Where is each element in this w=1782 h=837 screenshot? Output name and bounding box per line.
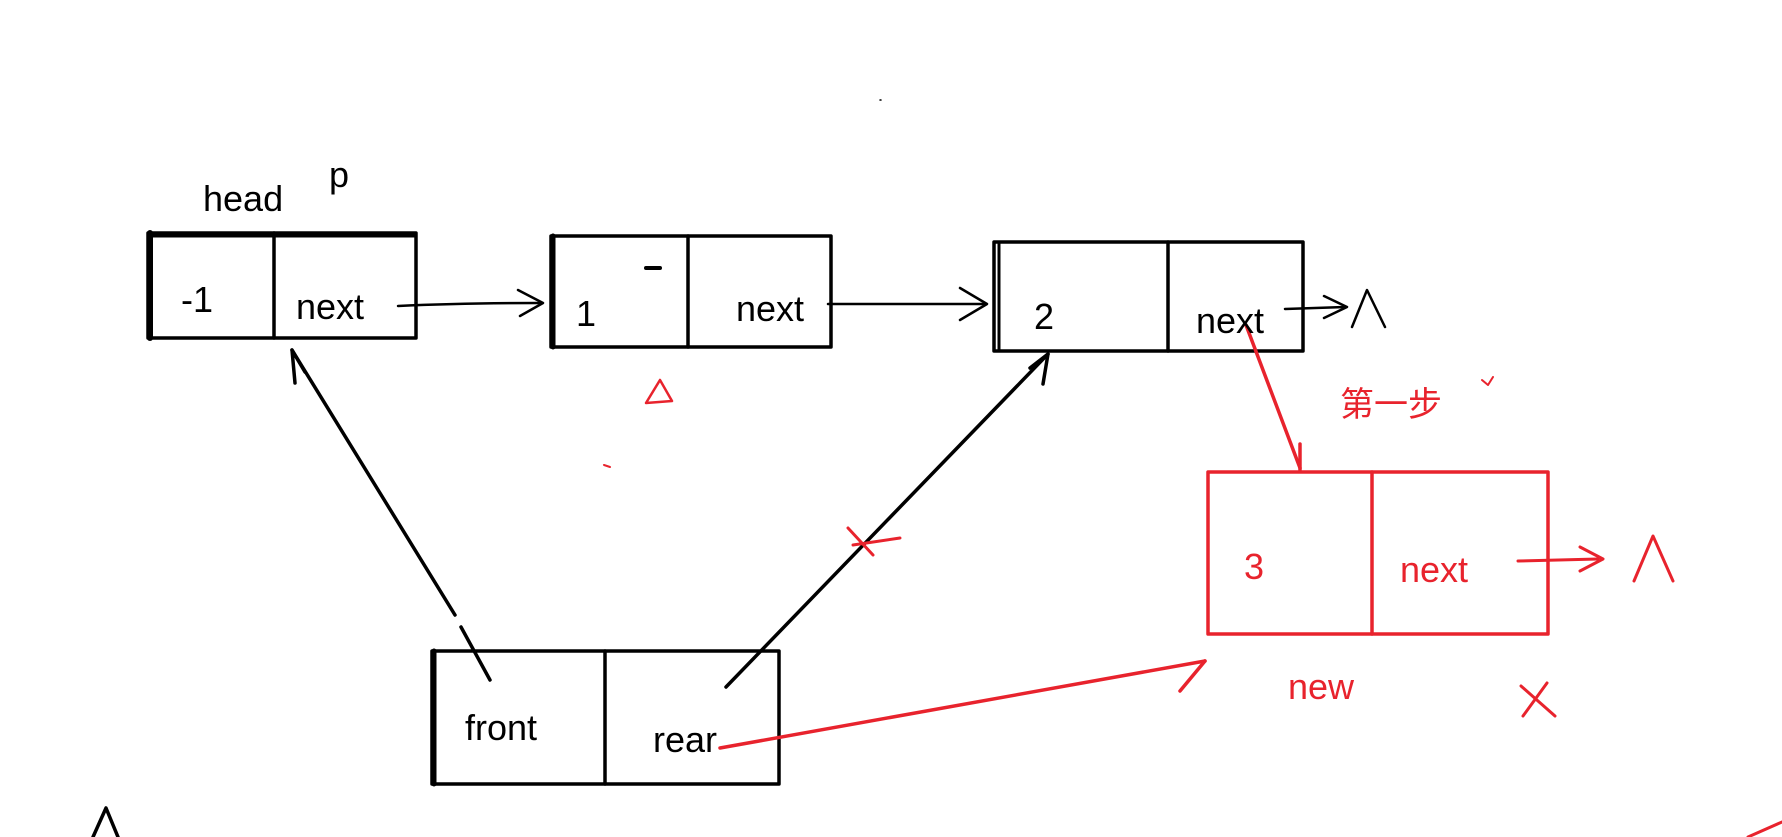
node-2-next: next bbox=[1196, 300, 1264, 341]
new-label: new bbox=[1288, 666, 1355, 707]
head-node-data: -1 bbox=[181, 279, 213, 320]
new-node-box bbox=[1206, 470, 1550, 636]
null-symbol-new-icon bbox=[1632, 534, 1675, 583]
node-1-data: 1 bbox=[576, 293, 596, 334]
x-mark-icon bbox=[1519, 681, 1557, 718]
arrow-head-to-node1 bbox=[396, 288, 545, 318]
node-1-box bbox=[549, 233, 833, 350]
triangle-doodle-icon bbox=[644, 378, 674, 405]
cross-out-mark bbox=[846, 526, 902, 557]
stray-check-mark bbox=[1481, 376, 1494, 386]
head-node-box bbox=[146, 230, 418, 341]
arrow-rear-to-node2-old bbox=[724, 352, 1050, 689]
p-label: p bbox=[329, 154, 349, 195]
node-2-box bbox=[992, 240, 1305, 353]
node-2-data: 2 bbox=[1034, 296, 1054, 337]
null-symbol-bottom-left-icon bbox=[91, 806, 120, 837]
arrow-front-to-head bbox=[290, 348, 492, 682]
queue-struct-box bbox=[430, 648, 781, 787]
queue-front-field: front bbox=[465, 707, 537, 748]
node-1-next: next bbox=[736, 288, 804, 329]
null-symbol-node2-icon bbox=[1350, 288, 1387, 329]
new-node-next: next bbox=[1400, 549, 1468, 590]
head-label: head bbox=[203, 178, 283, 219]
arrow-rear-to-new bbox=[718, 659, 1207, 750]
arrow-node1-to-node2 bbox=[826, 286, 989, 322]
edge-stroke-mark bbox=[1746, 820, 1782, 837]
arrow-new-to-null bbox=[1516, 545, 1605, 573]
queue-rear-field: rear bbox=[653, 719, 717, 760]
arrow-node2-to-null bbox=[1283, 294, 1349, 320]
new-node-data: 3 bbox=[1244, 546, 1264, 587]
step-one-label: 第一步 bbox=[1340, 385, 1442, 425]
stray-tick-mark bbox=[603, 464, 611, 468]
head-node-next: next bbox=[296, 286, 364, 327]
arrow-node2-to-new bbox=[1244, 323, 1302, 472]
